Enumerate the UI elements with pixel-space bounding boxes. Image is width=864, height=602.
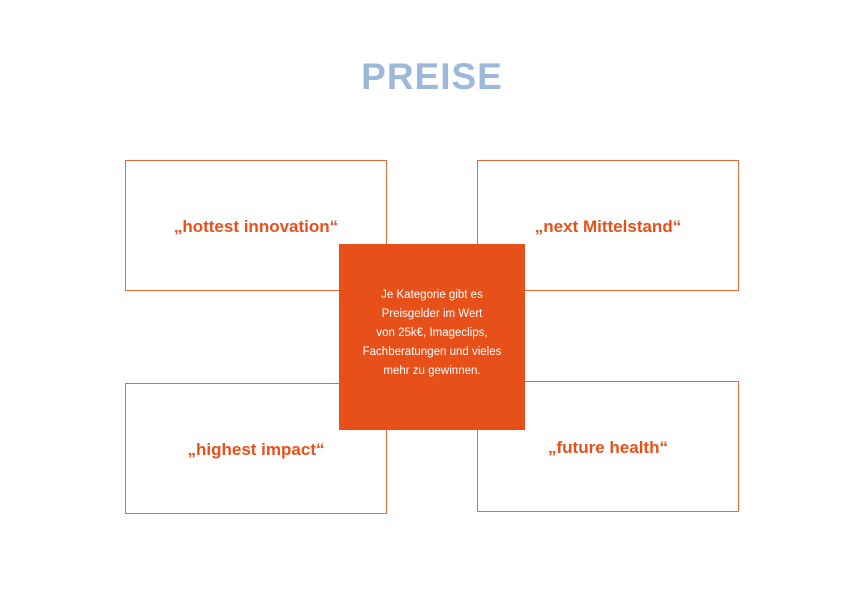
prize-info-line: von 25k€, Imageclips, xyxy=(376,326,488,339)
prize-info-line: Je Kategorie gibt es xyxy=(381,288,483,301)
prize-info-box: Je Kategorie gibt es Preisgelder im Wert… xyxy=(339,244,525,430)
category-label: „future health“ xyxy=(548,437,668,457)
prize-info-line: Preisgelder im Wert xyxy=(381,307,483,320)
prize-info-line: mehr zu gewinnen. xyxy=(383,364,481,377)
category-box-highest-impact: „highest impact“ xyxy=(125,383,387,514)
category-label: „hottest innovation“ xyxy=(173,216,339,236)
prize-info-line: Fachberatungen und vieles xyxy=(362,345,502,358)
category-label: „next Mittelstand“ xyxy=(534,216,682,236)
category-box-hottest-innovation: „hottest innovation“ xyxy=(125,160,387,291)
category-label: „highest impact“ xyxy=(187,439,325,459)
prize-info-text: Je Kategorie gibt es Preisgelder im Wert… xyxy=(347,286,517,381)
page-title: PREISE xyxy=(361,56,503,97)
